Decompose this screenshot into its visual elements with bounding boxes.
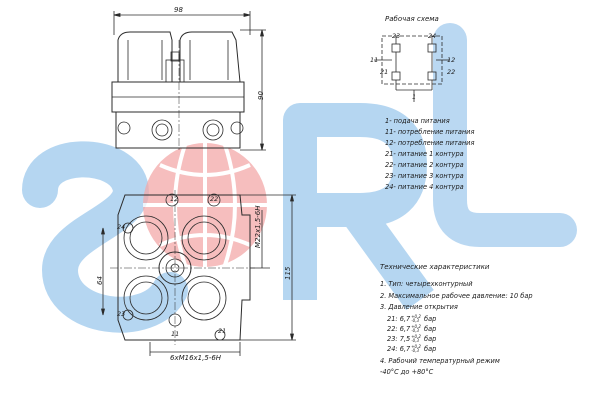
dimension-thread-main: M22x1,5-6H [254,205,262,248]
legend-item: 11- потребление питания [385,128,475,136]
legend-item: 1- подача питания [385,117,450,125]
scheme-diagram [374,35,450,102]
dimension-height-left: 64 [96,276,104,285]
port-label-24: 24 [117,223,126,231]
legend-item: 21- питание 1 контура [385,150,464,158]
port-label-11: 11 [171,330,180,338]
port-label-21: 21 [218,327,227,335]
spec-pressure-23: 23: 7,5+0,2-0,3 бар [387,334,437,344]
spec-temperature-range: -40°С до +80°С [380,368,434,376]
dimension-height-front: 115 [284,266,292,280]
spec-pressure-24: 24: 6,7+0,2-0,3 бар [387,344,437,354]
scheme-port-21: 21 [380,68,389,76]
specs-title: Технические характеристики [380,263,490,271]
scheme-port-23: 23 [392,32,401,40]
spec-temperature-title: 4. Рабочий температурный режим [380,357,500,365]
legend-item: 24- питание 4 контура [385,183,464,191]
port-label-12: 12 [170,195,179,203]
dimension-width-top: 98 [174,6,183,14]
scheme-port-22: 22 [447,68,456,76]
port-label-22: 22 [210,195,219,203]
spec-pressure-21: 21: 6,7+0,2-0,3 бар [387,314,437,324]
legend-item: 12- потребление питания [385,139,475,147]
scheme-port-24: 24 [428,32,437,40]
spec-type: 1. Тип: четырехконтурный [380,280,473,288]
scheme-port-11: 11 [370,56,379,64]
scheme-title: Рабочая схема [385,15,439,23]
scheme-port-12: 12 [447,56,456,64]
dimension-bolts: 6xM16x1,5-6H [170,354,222,362]
scheme-port-1: 1 [412,93,417,101]
spec-opening-pressure: 3. Давление открытия [380,303,458,311]
spec-pressure-22: 22: 6,7+0,2-0,3 бар [387,324,437,334]
legend-item: 23- питание 3 контура [385,172,464,180]
spec-max-pressure: 2. Максимальное рабочее давление: 10 бар [380,292,533,300]
legend-item: 22- питание 2 контура [385,161,464,169]
port-label-23: 23 [117,310,126,318]
